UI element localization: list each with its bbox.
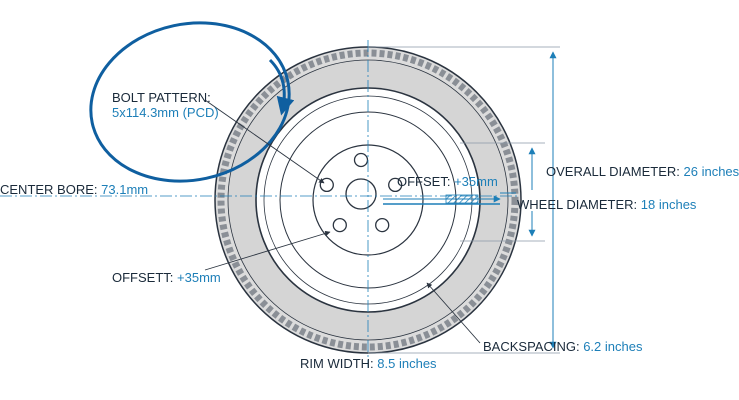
offset-bottom-key: OFFSETT: bbox=[112, 270, 174, 285]
center-bore-hole bbox=[345, 178, 377, 210]
rim-width-label: RIM WIDTH: 8.5 inches bbox=[300, 356, 437, 371]
wheel-diameter-dimension bbox=[460, 142, 545, 242]
overall-diameter-dimension bbox=[368, 46, 560, 354]
center-bore-label: CENTER BORE: 73.1mm bbox=[0, 182, 148, 197]
rim-width-key: RIM WIDTH: bbox=[300, 356, 374, 371]
bolt-holes bbox=[319, 152, 403, 233]
bolt-hole bbox=[319, 177, 334, 193]
offset-top-key: OFFSET: bbox=[397, 174, 451, 189]
offset-marker bbox=[383, 192, 516, 205]
rim-width-value: 8.5 inches bbox=[377, 356, 437, 371]
leader-lines bbox=[204, 99, 481, 344]
bolt-hole bbox=[388, 177, 403, 193]
bolt-pattern-callout bbox=[89, 21, 295, 183]
offset-bottom-label: OFFSETT: +35mm bbox=[112, 270, 221, 285]
bolt-pattern-key: BOLT PATTERN: bbox=[112, 90, 211, 105]
wheel-diameter-label: WHEEL DIAMETER: 18 inches bbox=[517, 197, 696, 212]
offset-bottom-value: +35mm bbox=[177, 270, 221, 285]
offset-top-value: +35mm bbox=[454, 174, 498, 189]
bolt-hole bbox=[375, 217, 390, 233]
backspacing-key: BACKSPACING: bbox=[483, 339, 580, 354]
bolt-pattern-value: 5x114.3mm (PCD) bbox=[112, 105, 219, 120]
backspacing-value: 6.2 inches bbox=[583, 339, 643, 354]
bolt-pattern-label: BOLT PATTERN: 5x114.3mm (PCD) bbox=[112, 90, 219, 120]
bolt-hole bbox=[332, 217, 347, 233]
wheel-diagram bbox=[0, 21, 560, 368]
backspacing-label: BACKSPACING: 6.2 inches bbox=[483, 339, 642, 354]
center-bore-key: CENTER BORE: bbox=[0, 182, 98, 197]
bolt-hole bbox=[353, 152, 369, 168]
overall-diameter-key: OVERALL DIAMETER: bbox=[546, 164, 680, 179]
center-bore-value: 73.1mm bbox=[101, 182, 149, 197]
overall-diameter-label: OVERALL DIAMETER: 26 inches bbox=[546, 164, 739, 179]
center-lines bbox=[0, 40, 520, 368]
wheel-diameter-key: WHEEL DIAMETER: bbox=[517, 197, 638, 212]
offset-top-label: OFFSET: +35mm bbox=[397, 174, 498, 189]
wheel-diameter-value: 18 inches bbox=[640, 197, 697, 212]
overall-diameter-value: 26 inches bbox=[683, 164, 739, 179]
